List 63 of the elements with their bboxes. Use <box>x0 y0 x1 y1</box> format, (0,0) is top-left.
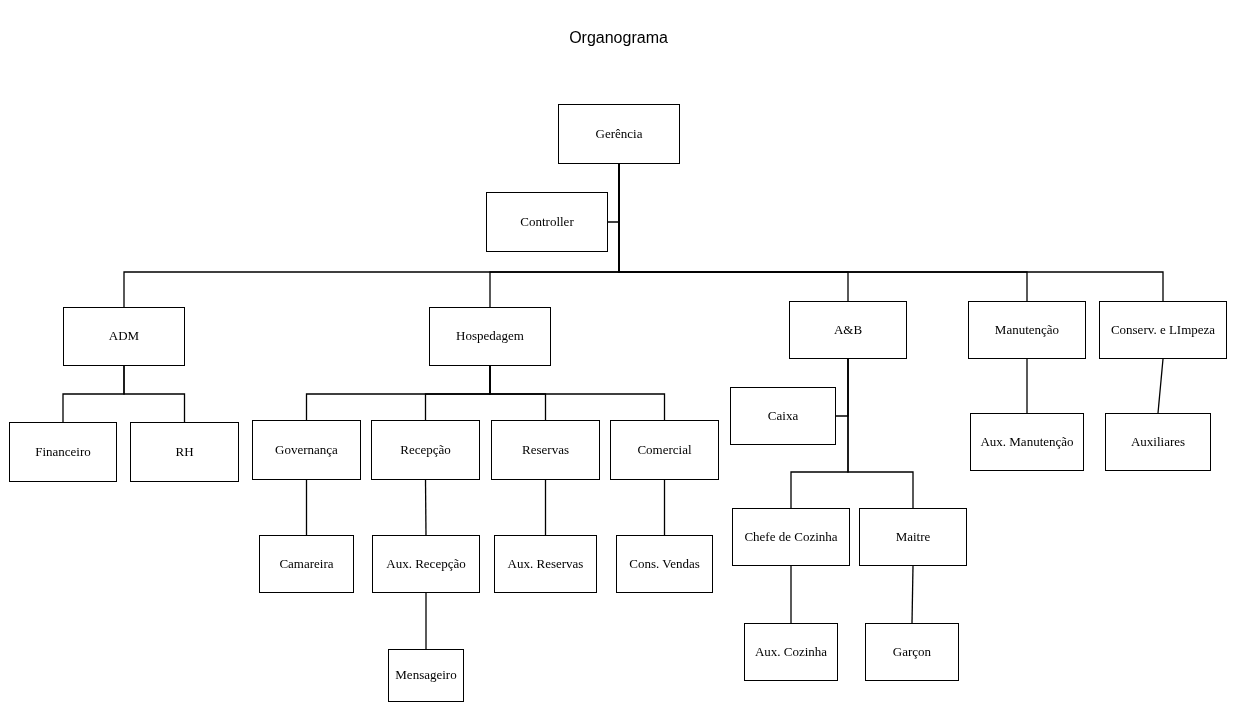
connector-line <box>123 365 186 423</box>
org-box <box>789 301 907 359</box>
connector-line <box>305 479 308 536</box>
role-label: Financeiro <box>35 443 91 461</box>
connector-line <box>790 565 792 624</box>
org-box <box>388 649 464 702</box>
role-label: Reservas <box>522 441 569 459</box>
role-label: RH <box>175 443 194 461</box>
role-label: Maitre <box>895 528 931 546</box>
role-label: Chefe de Cozinha <box>744 528 838 546</box>
connector-line <box>847 358 914 509</box>
org-box <box>429 307 551 366</box>
org-box <box>730 387 836 445</box>
role-label: Comercial <box>637 441 692 459</box>
connector-line <box>911 565 914 624</box>
org-box <box>494 535 597 593</box>
role-label: Aux. Recepção <box>386 555 466 573</box>
role-label: Mensageiro <box>395 667 457 684</box>
role-label: Conserv. e LImpeza <box>1110 321 1216 339</box>
org-box <box>491 420 600 480</box>
role-label: Controller <box>520 213 574 231</box>
role-label: Cons. Vendas <box>629 555 700 573</box>
connector-line <box>425 592 427 650</box>
connector-line <box>1026 358 1028 414</box>
org-box <box>372 535 480 593</box>
role-label: Caixa <box>767 407 799 425</box>
role-label: A&B <box>833 321 863 339</box>
org-box <box>616 535 713 593</box>
role-label: Governança <box>275 441 338 459</box>
connector-line <box>424 479 427 536</box>
org-box <box>610 420 719 480</box>
role-label: Garçon <box>892 643 932 661</box>
role-label: Recepção <box>400 441 451 459</box>
role-label: Aux. Manutenção <box>980 433 1074 451</box>
role-label: Manutenção <box>994 321 1060 339</box>
org-box <box>970 413 1084 471</box>
org-box <box>130 422 239 482</box>
org-box <box>968 301 1086 359</box>
role-label: Aux. Reservas <box>507 555 584 573</box>
org-box <box>486 192 608 252</box>
org-box <box>732 508 850 566</box>
connector-line <box>489 365 666 421</box>
org-box <box>252 420 361 480</box>
chart-title: Organograma <box>568 28 669 48</box>
role-label: Aux. Cozinha <box>754 643 828 661</box>
org-box <box>1105 413 1211 471</box>
role-label: Hospedagem <box>456 328 524 345</box>
org-box <box>558 104 680 164</box>
role-label: Auxiliares <box>1130 433 1186 451</box>
role-label: ADM <box>108 328 140 345</box>
connector-line <box>544 479 547 536</box>
role-label: Camareira <box>279 555 334 573</box>
org-box <box>1099 301 1227 359</box>
org-box <box>865 623 959 681</box>
org-box <box>859 508 967 566</box>
org-box <box>63 307 185 366</box>
connector-line <box>663 479 666 536</box>
org-box <box>259 535 354 593</box>
org-box <box>371 420 480 480</box>
role-label: Gerência <box>595 125 643 143</box>
org-box <box>9 422 117 482</box>
org-box <box>744 623 838 681</box>
connector-line <box>1157 358 1164 414</box>
